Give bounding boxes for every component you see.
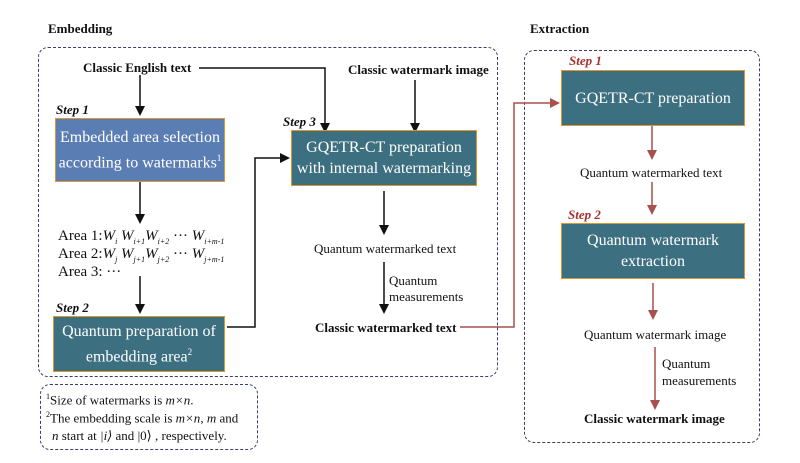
term: W [191, 228, 205, 244]
subscript: j+m-1 [204, 255, 225, 264]
note1-text: Size of watermarks is [50, 392, 166, 408]
subscript: j+2 [157, 255, 170, 264]
embedded-area-selection-line2: according to watermarks [58, 154, 217, 172]
extract-quantum-watermarked-text: Quantum watermarked text [580, 165, 723, 180]
extract-measure-line2: measurements [662, 373, 737, 388]
subscript: i+2 [157, 237, 170, 246]
subscript: i+1 [133, 237, 146, 246]
subscript: j [115, 255, 118, 264]
note3-text: start at [58, 428, 101, 443]
note3-ket-0: |0⟩ [137, 428, 152, 443]
area-1-prefix: Area 1: [58, 228, 103, 244]
note2-m: m [206, 410, 217, 426]
embedding-section-title: Embedding [48, 21, 113, 36]
embed-measure-line2: measurements [389, 289, 464, 304]
term: W [121, 228, 134, 244]
quantum-watermark-extraction-box: Quantum watermark extraction [561, 223, 745, 279]
extract-step2-label: Step 2 [568, 207, 601, 222]
note1-math: m×n [165, 392, 191, 408]
term: W [102, 228, 116, 244]
extraction-section-title: Extraction [530, 21, 590, 36]
embedded-area-selection-box: Embedded area selection according to wat… [55, 118, 225, 182]
quantum-preparation-line2: embedding area [85, 348, 188, 366]
quantum-watermark-extraction-line2: extraction [621, 253, 685, 270]
footnote-1: 1Size of watermarks is m×n. [46, 392, 194, 408]
input-english-text: Classic English text [83, 60, 192, 75]
ellipsis: ··· [173, 246, 189, 262]
term: W [145, 246, 158, 262]
term: W [102, 246, 116, 262]
quantum-watermark-image: Quantum watermark image [584, 327, 727, 342]
subscript: j+1 [133, 255, 146, 264]
gqetr-ct-watermarking-line2: with internal watermarking [296, 160, 472, 177]
quantum-watermarked-text: Quantum watermarked text [314, 241, 457, 256]
subscript: i [115, 237, 118, 246]
arrow-step2-to-step3 [227, 153, 290, 328]
area-2-prefix: Area 2: [58, 246, 103, 262]
term: W [145, 228, 158, 244]
gqetr-ct-watermarking-line1: GQETR-CT preparation [306, 139, 462, 156]
area-1-line: Area 1:Wi Wi+1Wi+2 ··· Wi+m-1 [58, 228, 224, 246]
classic-watermark-image-output: Classic watermark image [584, 411, 725, 426]
input-watermark-image: Classic watermark image [348, 62, 489, 77]
embedding-region [38, 47, 498, 377]
note2-text: The embedding scale is [50, 410, 176, 426]
note2-sup: 2 [46, 410, 50, 419]
embed-step1-label: Step 1 [56, 102, 89, 117]
note2-and: and [216, 410, 239, 426]
area-3-line: Area 3: ··· [58, 264, 122, 280]
extraction-region [524, 50, 760, 443]
note3-ket-i: |i⟩ [100, 428, 113, 443]
footnote-2: 2The embedding scale is m×n, m and [46, 410, 238, 426]
ellipsis: ··· [173, 228, 189, 244]
note1-sup: 1 [46, 392, 50, 401]
note3-n: n [52, 428, 59, 443]
quantum-preparation-line1: Quantum preparation of [62, 322, 216, 340]
note2-comma: , [200, 410, 207, 426]
term: W [121, 246, 134, 262]
embed-step2-label: Step 2 [56, 300, 89, 315]
gqetr-ct-watermarking-box: GQETR-CT preparation with internal water… [291, 130, 477, 186]
embed-measure-line1: Quantum [389, 273, 438, 288]
classic-watermarked-text: Classic watermarked text [315, 320, 457, 335]
quantum-watermark-extraction-line1: Quantum watermark [587, 232, 719, 249]
arrow-to-extraction [460, 98, 560, 328]
gqetr-ct-preparation-text: GQETR-CT preparation [575, 89, 731, 107]
arrow-text-to-step3 [199, 67, 330, 133]
note3-and: and [112, 428, 138, 443]
subscript: i+m-1 [204, 237, 225, 246]
gqetr-ct-preparation-box: GQETR-CT preparation [561, 70, 745, 126]
area-2-line: Area 2:Wj Wj+1Wj+2 ··· Wj+m-1 [58, 246, 224, 264]
quantum-preparation-box: Quantum preparation of embedding area2 [53, 316, 225, 372]
note2-math: m×n [175, 410, 201, 426]
footnote-ref-2: 2 [187, 346, 193, 357]
term: W [191, 246, 205, 262]
extract-step1-label: Step 1 [569, 53, 602, 68]
footnote-region [40, 384, 258, 450]
embedded-area-selection-line1: Embedded area selection [60, 128, 220, 146]
embed-step3-label: Step 3 [283, 114, 316, 129]
extract-measure-line1: Quantum [662, 356, 711, 371]
footnote-2-cont: n start at |i⟩ and |0⟩ , respectively. [52, 428, 227, 444]
note3-tail: , respectively. [151, 428, 227, 443]
footnote-ref-1: 1 [216, 152, 222, 163]
